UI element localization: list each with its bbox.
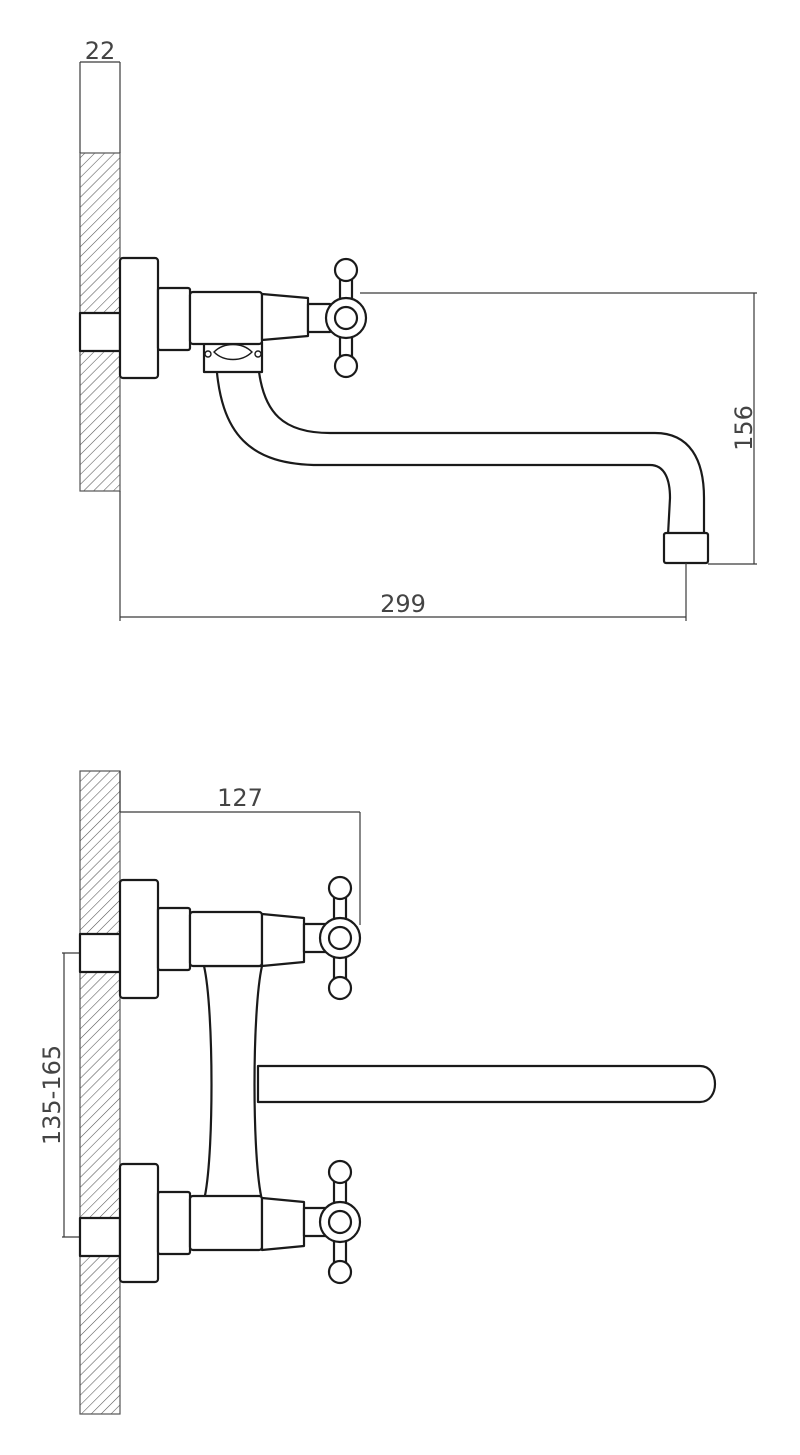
wall-flange-top [118,256,160,380]
aerator-top [662,531,710,565]
inlet-spacing-label: 135-165 [38,1045,66,1145]
cross-handle-lower [318,1159,362,1285]
connector-lower [156,1190,192,1256]
mixer-body [202,964,264,1202]
inlet-pipe-lower [78,1216,122,1258]
spout-height-label: 156 [730,405,758,451]
side-view: 22 156 [78,37,758,621]
valve-body-lower [188,1194,264,1252]
swivel-ornament [213,343,253,361]
handle-reach-label: 127 [217,784,263,812]
front-view: 127 135-165 [38,770,716,1415]
wall-flange-lower [118,1162,160,1284]
cross-handle-upper [318,875,362,1001]
valve-bonnet-top [260,292,310,342]
spout-reach-label: 299 [380,590,426,618]
valve-bonnet-upper [260,912,306,968]
swivel-dot-left [204,350,212,358]
wall-thickness-label: 22 [85,37,116,65]
cross-handle-top [324,257,368,379]
inlet-pipe-top [78,311,122,353]
swivel-dot-right [254,350,262,358]
wall-section-bottom [79,770,121,1415]
spout-horizontal [256,1064,716,1104]
spout-pipe-inner [256,360,706,537]
wall-flange-upper [118,878,160,1000]
connector-top [156,286,192,352]
valve-bonnet-lower [260,1196,306,1252]
swivel-joint [202,340,264,374]
valve-body-upper [188,910,264,968]
spout-pipe-outer [214,358,672,537]
inlet-pipe-upper [78,932,122,974]
connector-upper [156,906,192,972]
valve-body-top [188,290,264,346]
